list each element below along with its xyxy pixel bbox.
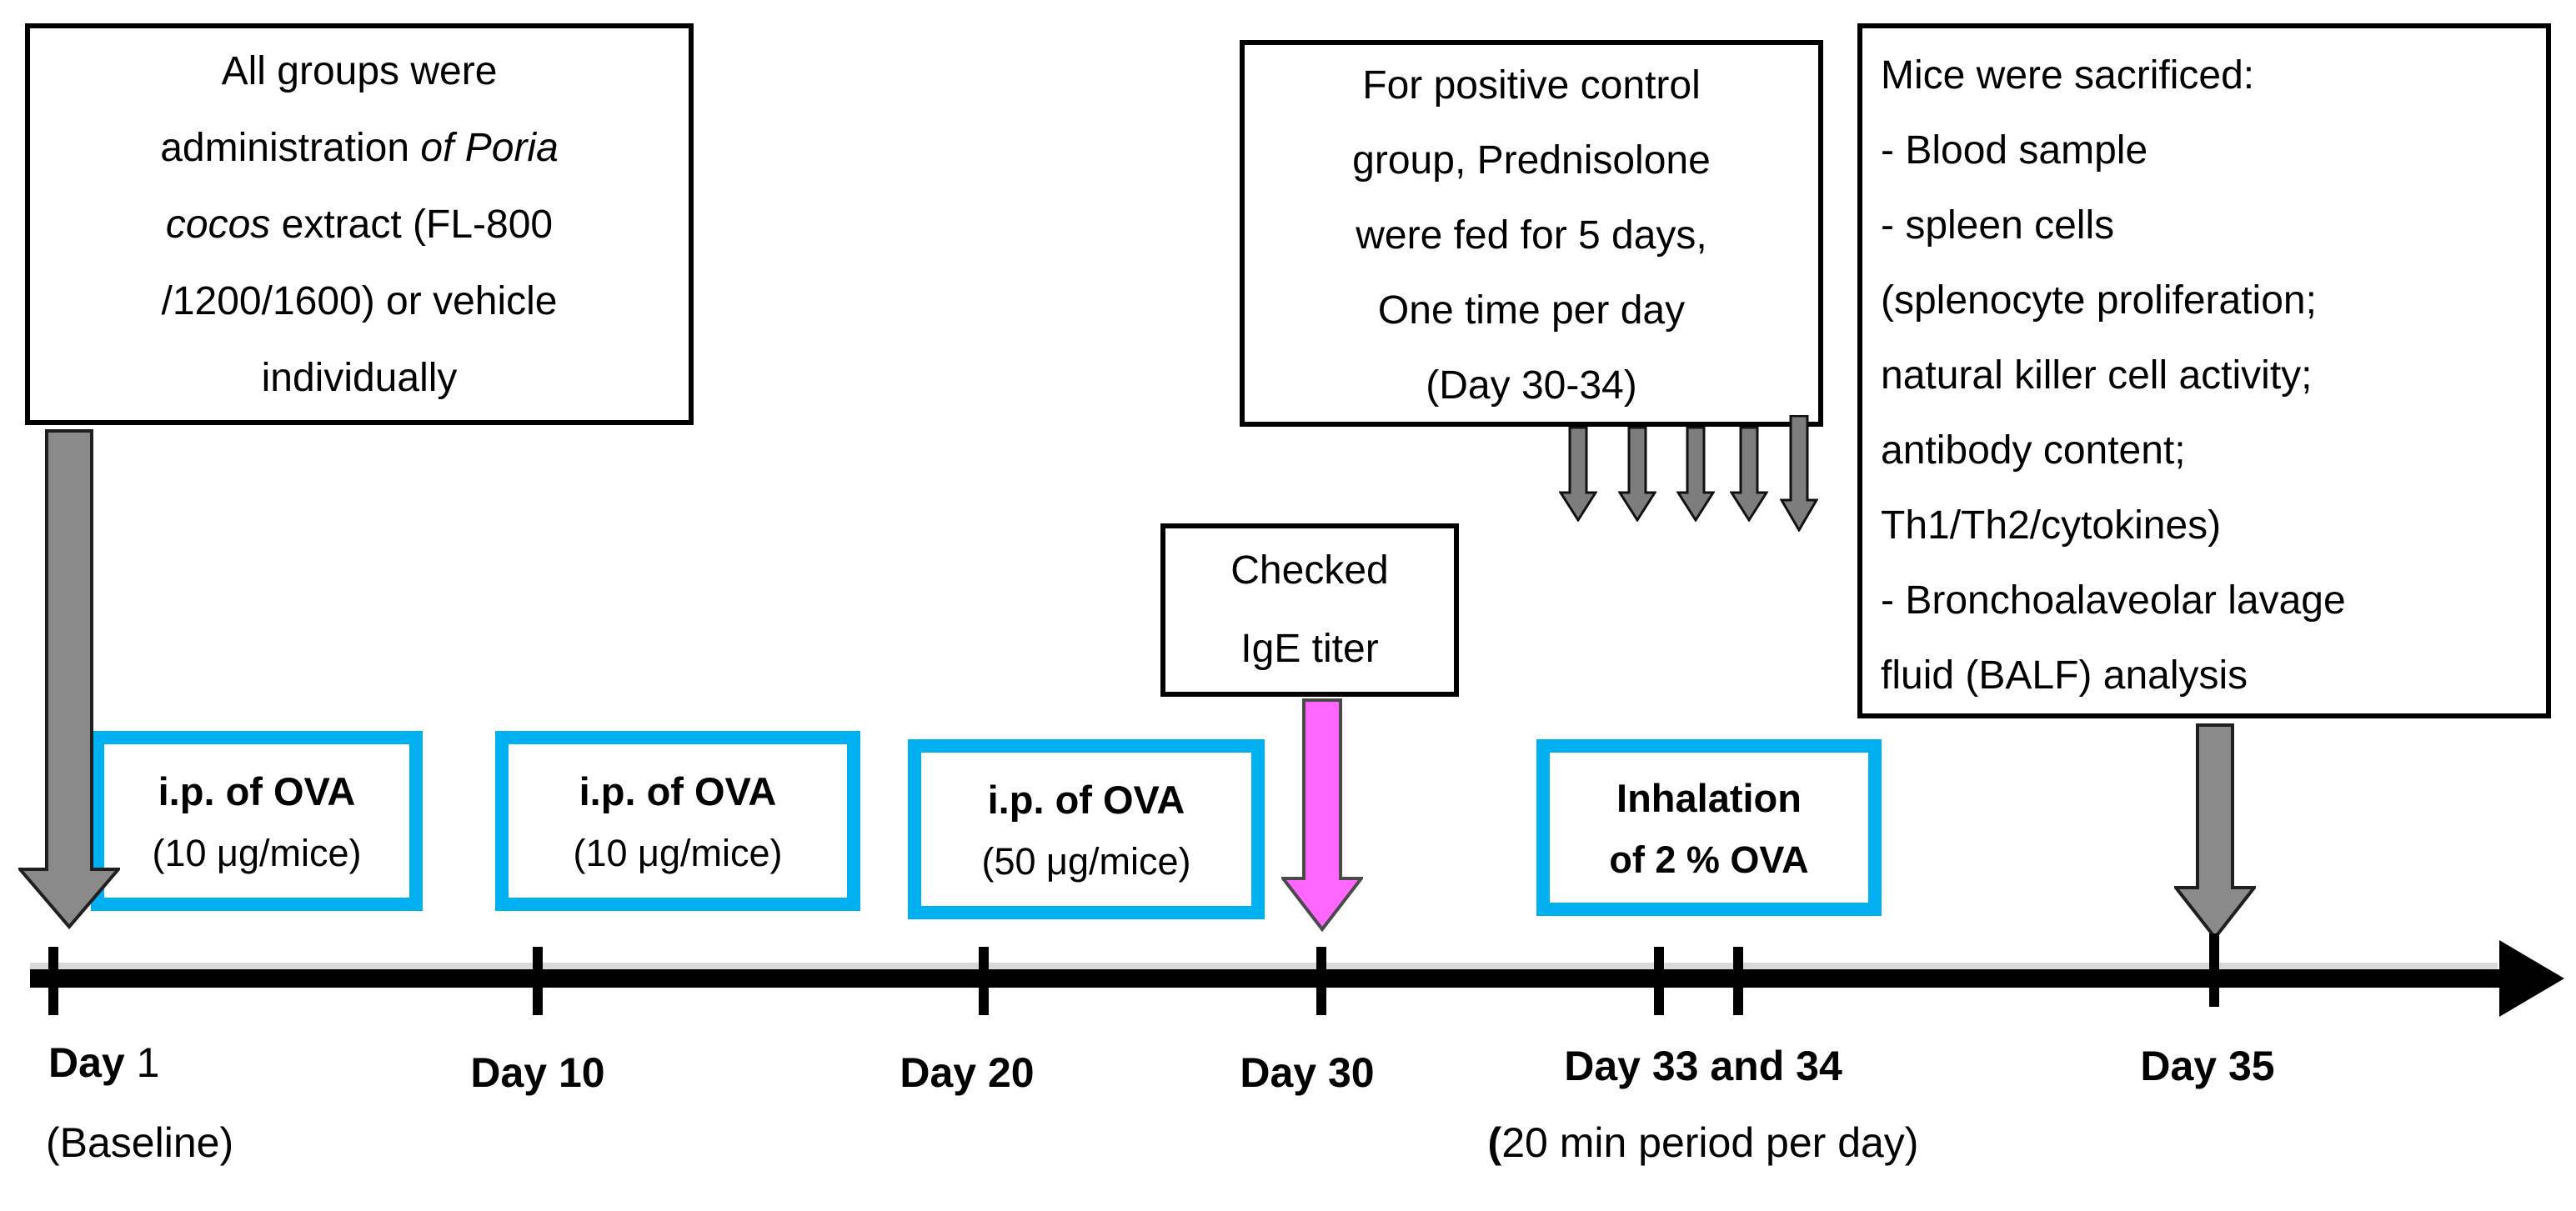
admin-down-arrow-icon: [18, 429, 120, 929]
sacrifice-line: - Bronchoalaveolar lavage: [1881, 578, 2346, 623]
positive-control-line: (Day 30-34): [1426, 363, 1637, 408]
prednisolone-down-arrow-icon: [1730, 427, 1768, 522]
ova-ip-1-title: i.p. of OVA: [158, 769, 356, 813]
day35-label: Day 35: [2140, 1043, 2275, 1089]
sacrifice-line: - Blood sample: [1881, 128, 2148, 173]
prednisolone-down-arrow-icon: [1618, 427, 1656, 522]
day33-34-label: Day 33 and 34: [1564, 1043, 1842, 1089]
timeline-tick-day30: [1316, 947, 1326, 1015]
inhalation-title: Inhalation: [1616, 776, 1802, 820]
ova-ip-box-1: i.p. of OVA (10 μg/mice): [91, 731, 423, 911]
positive-control-line: For positive control: [1362, 63, 1701, 108]
positive-control-line: were fed for 5 days,: [1356, 213, 1707, 258]
admin-line-3: cocos extract (FL-800: [165, 203, 554, 247]
timeline-tick-day34: [1733, 947, 1743, 1015]
timeline-tick-day20: [979, 947, 989, 1015]
positive-control-line: group, Prednisolone: [1352, 138, 1711, 183]
admin-line-5: individually: [261, 356, 458, 400]
inhalation-box: Inhalation of 2 % OVA: [1536, 739, 1882, 916]
timeline-tick-day1: [48, 947, 58, 1015]
admin-line-2: administration of Poria: [160, 126, 559, 170]
sacrifice-line: natural killer cell activity;: [1881, 353, 2313, 398]
ova-ip-box-3: i.p. of OVA (50 μg/mice): [908, 739, 1265, 919]
sacrifice-line: Mice were sacrificed:: [1881, 53, 2255, 98]
day1-label: Day 1: [48, 1039, 160, 1086]
baseline-label: (Baseline): [46, 1119, 234, 1166]
positive-control-line: One time per day: [1377, 288, 1686, 333]
administration-note-box: All groups were administration of Poria …: [25, 23, 694, 425]
ige-pink-down-arrow-icon: [1281, 698, 1363, 932]
day20-label: Day 20: [900, 1049, 1035, 1096]
prednisolone-down-arrow-icon: [1559, 427, 1597, 522]
sacrifice-line: fluid (BALF) analysis: [1881, 653, 2248, 698]
sacrifice-down-arrow-icon: [2174, 723, 2256, 940]
day30-label: Day 30: [1240, 1049, 1375, 1096]
admin-line-4: /1200/1600) or vehicle: [161, 279, 558, 323]
ova-ip-2-title: i.p. of OVA: [579, 769, 777, 813]
timeline-axis: [30, 969, 2506, 988]
ova-ip-3-title: i.p. of OVA: [987, 778, 1185, 822]
day10-label: Day 10: [470, 1049, 605, 1096]
sacrifice-note-box: Mice were sacrificed: - Blood sample - s…: [1857, 23, 2551, 718]
ova-ip-box-2: i.p. of OVA (10 μg/mice): [495, 731, 860, 911]
checked-ige-box: Checked IgE titer: [1160, 523, 1459, 697]
timeline-highlight: [30, 963, 2498, 970]
timeline-tick-day10: [533, 947, 543, 1015]
admin-line-1: All groups were: [221, 49, 498, 93]
period-label: (20 min period per day): [1487, 1119, 1919, 1166]
ova-ip-1-dose: (10 μg/mice): [152, 832, 362, 874]
ige-line-2: IgE titer: [1240, 627, 1379, 671]
prednisolone-down-arrow-icon: [1676, 427, 1715, 522]
ova-ip-3-dose: (50 μg/mice): [981, 840, 1191, 883]
sacrifice-line: Th1/Th2/cytokines): [1881, 503, 2222, 548]
prednisolone-down-arrow-icon: [1780, 415, 1818, 532]
ova-ip-2-dose: (10 μg/mice): [573, 832, 783, 874]
inhalation-subtitle: of 2 % OVA: [1609, 838, 1809, 881]
sacrifice-line: antibody content;: [1881, 428, 2186, 473]
sacrifice-line: (splenocyte proliferation;: [1881, 278, 2317, 323]
sacrifice-line: - spleen cells: [1881, 203, 2115, 248]
timeline-tick-day35: [2209, 933, 2219, 1007]
timeline-tick-day33: [1654, 947, 1664, 1015]
timeline-arrowhead-icon: [2499, 940, 2564, 1017]
ige-line-1: Checked: [1230, 548, 1389, 593]
positive-control-note-box: For positive control group, Prednisolone…: [1240, 40, 1823, 427]
